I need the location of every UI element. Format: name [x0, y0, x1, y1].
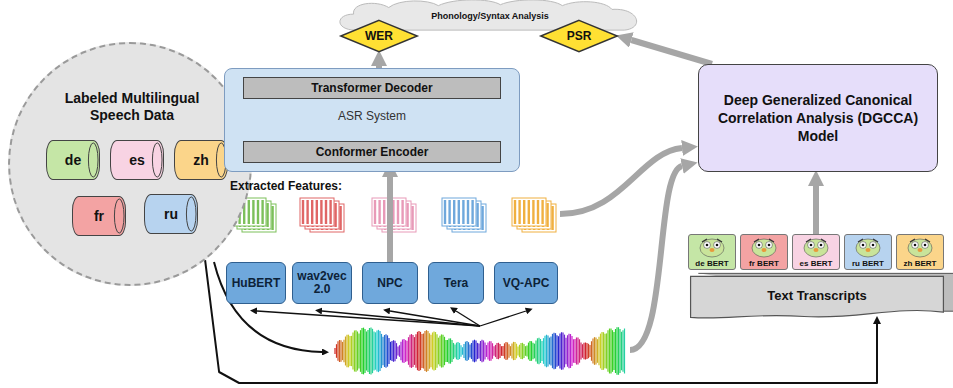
node-text: wav2vec 2.0: [296, 270, 348, 296]
model-box: HuBERT: [226, 262, 287, 304]
feature-arrow: [560, 148, 682, 214]
node-text: Phonology/Syntax Analysis: [431, 11, 549, 21]
connector: [813, 186, 819, 234]
bert-face: [801, 236, 831, 258]
node-text: de BERT: [695, 259, 728, 268]
feature-stacks: [232, 198, 556, 232]
bert-face: [905, 236, 935, 258]
node-text: es: [129, 152, 145, 168]
lang-scroll: ru: [144, 194, 198, 234]
model-box: VQ-APC: [494, 262, 558, 304]
node-text: Conformer Encoder: [316, 145, 429, 159]
lang-scroll: fr: [72, 196, 126, 236]
bert-face: [853, 236, 883, 258]
section-label: Extracted Features:: [230, 179, 342, 193]
connector: [387, 177, 393, 262]
transcripts-doc: Text Transcripts: [688, 276, 946, 320]
lang-scroll: zh: [174, 140, 228, 180]
decoder-bar: Transformer Decoder: [243, 77, 501, 99]
node-text: ru BERT: [852, 259, 884, 268]
node-text: ASR System: [225, 109, 519, 123]
metric-diamond: PSR: [540, 20, 618, 52]
asr-box: ASR System Transformer DecoderConformer E…: [224, 68, 520, 172]
lang-scroll: de: [46, 140, 100, 180]
node-text: ru: [164, 206, 178, 222]
node-text: WER: [365, 29, 393, 43]
node-text: Text Transcripts: [767, 288, 866, 303]
lang-scroll: es: [110, 140, 164, 180]
node-text: Transformer Decoder: [311, 81, 432, 95]
metric-diamond: WER: [340, 20, 418, 52]
bert-icon: fr BERT: [740, 234, 788, 270]
node-text: zh BERT: [904, 259, 937, 268]
model-box: wav2vec 2.0: [292, 262, 352, 304]
node-text: NPC: [377, 277, 402, 290]
connector: [631, 40, 712, 64]
node-text: VQ-APC: [503, 277, 550, 290]
bert-face: [697, 236, 727, 258]
node-text: fr: [94, 208, 104, 224]
bert-icon: es BERT: [792, 234, 840, 270]
bert-face: [749, 236, 779, 258]
encoder-bar: Conformer Encoder: [243, 141, 501, 163]
node-text: de: [65, 152, 81, 168]
node-text: zh: [193, 152, 209, 168]
bert-icon: ru BERT: [844, 234, 892, 270]
model-arrows: [257, 311, 526, 326]
model-box: Tera: [428, 262, 484, 304]
dgcca-box: Deep Generalized Canonical Correlation A…: [698, 64, 938, 172]
data-circle: Labeled Multilingual Speech Data de es zh fr…: [8, 42, 252, 286]
node-text: es BERT: [800, 259, 833, 268]
wave-arrow: [630, 166, 682, 350]
bert-icon: zh BERT: [896, 234, 944, 270]
node-text: Labeled Multilingual Speech Data: [52, 90, 212, 124]
bert-icon: de BERT: [688, 234, 736, 270]
node-text: Deep Generalized Canonical Correlation A…: [707, 91, 929, 145]
waveform: [335, 327, 625, 375]
node-text: PSR: [567, 29, 592, 43]
node-text: HuBERT: [232, 277, 281, 290]
node-text: fr BERT: [749, 259, 779, 268]
node-text: Tera: [444, 277, 468, 290]
model-box: NPC: [362, 262, 418, 304]
